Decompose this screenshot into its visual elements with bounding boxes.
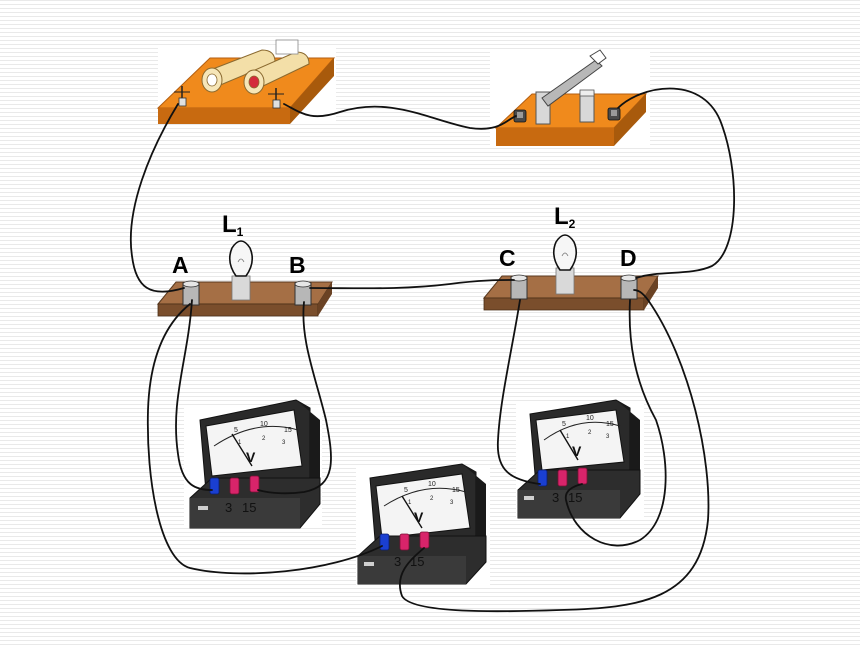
voltmeter-3-needle — [559, 429, 579, 461]
voltmeter-3-unit: V — [572, 443, 582, 459]
voltmeter-2-scale-5: 5 — [404, 487, 408, 494]
voltmeter-1-scale-5: 5 — [234, 427, 238, 434]
voltmeter-3: 5 10 15 1 2 3 V 3 15 — [516, 399, 644, 520]
voltmeter-3-scale-15: 15 — [606, 421, 614, 428]
label-l2-sub: 2 — [569, 217, 576, 231]
knife-switch — [490, 49, 650, 148]
voltmeter-3-inner-3: 3 — [606, 434, 610, 440]
wire-battery-to-switch — [283, 103, 517, 130]
voltmeter-1: 5 10 15 1 2 3 V 3 15 — [184, 399, 322, 529]
wire-c-to-v3-neg — [497, 299, 541, 485]
terminal-d — [620, 274, 638, 300]
label-l1: L1 — [222, 211, 244, 239]
terminal-a — [182, 280, 200, 306]
voltmeter-1-label-3: 3 — [225, 500, 232, 515]
voltmeter-2-inner-1: 1 — [408, 500, 412, 506]
wire-switch-to-d — [617, 87, 736, 279]
lamp-l2-bulb — [552, 234, 578, 295]
voltmeter-2-unit: V — [414, 509, 424, 525]
voltmeter-1-scale-15: 15 — [284, 427, 292, 434]
voltmeter-1-terminal-3 — [229, 477, 240, 495]
wire-a-to-v2-neg — [146, 303, 383, 575]
label-l1-main: L — [222, 211, 237, 238]
battery-cell-2 — [243, 51, 310, 95]
label-a: A — [172, 252, 189, 278]
voltmeter-1-label-15: 15 — [242, 500, 256, 515]
wire-v2-15-to-d — [399, 289, 710, 613]
label-l1-sub: 1 — [237, 225, 244, 239]
battery-terminal-left — [174, 86, 190, 107]
voltmeter-2-label-3: 3 — [394, 554, 401, 569]
voltmeter-1-unit: V — [246, 449, 256, 465]
label-c: C — [499, 245, 516, 271]
voltmeter-1-inner-2: 2 — [262, 436, 266, 442]
lamp-board-l2 — [482, 234, 659, 311]
wire-b-to-v1-15 — [257, 301, 332, 495]
voltmeter-2-terminal-15 — [419, 531, 430, 549]
voltmeter-2-label-15: 15 — [410, 554, 424, 569]
voltmeter-3-terminal-15 — [577, 467, 588, 485]
wire-battery-to-a — [130, 103, 185, 293]
voltmeter-2-scale-15: 15 — [452, 487, 460, 494]
terminal-b — [294, 280, 312, 306]
voltmeter-2-needle — [401, 495, 423, 529]
voltmeter-1-inner-3: 3 — [282, 440, 286, 446]
voltmeter-2-inner-3: 3 — [450, 500, 454, 506]
label-d: D — [620, 245, 637, 271]
battery-holder — [156, 39, 336, 124]
voltmeter-1-inner-1: 1 — [238, 440, 242, 446]
switch-terminal-left — [513, 109, 527, 123]
voltmeter-3-scale-5: 5 — [562, 421, 566, 428]
voltmeter-2-inner-2: 2 — [430, 496, 434, 502]
voltmeter-2: 5 10 15 1 2 3 V 3 15 — [356, 463, 490, 586]
label-l2-main: L — [554, 203, 569, 230]
voltmeter-1-terminal-15 — [249, 475, 260, 493]
switch-terminal-right — [607, 107, 621, 121]
wire-d-to-v3-15 — [564, 299, 667, 547]
voltmeter-3-inner-1: 1 — [566, 434, 570, 440]
voltmeter-3-scale-10: 10 — [586, 415, 594, 422]
voltmeter-1-needle — [231, 433, 253, 467]
voltmeter-3-label-15: 15 — [568, 490, 582, 505]
voltmeter-3-terminal-neg — [537, 469, 548, 487]
voltmeter-3-inner-2: 2 — [588, 430, 592, 436]
battery-cell-1 — [201, 49, 276, 93]
battery-terminal-right — [268, 88, 284, 109]
switch-contact-post — [579, 89, 595, 123]
wire-a-to-v1-neg — [175, 299, 213, 491]
terminal-c — [510, 274, 528, 300]
voltmeter-1-scale-10: 10 — [260, 421, 268, 428]
switch-blade — [541, 49, 607, 107]
wires — [130, 87, 736, 613]
lamp-board-l1 — [156, 240, 333, 317]
voltmeter-1-terminal-neg — [209, 477, 220, 495]
label-l2: L2 — [554, 203, 576, 231]
label-b: B — [289, 252, 306, 278]
voltmeter-2-scale-10: 10 — [428, 481, 436, 488]
lamp-l1-bulb — [228, 240, 254, 301]
voltmeter-2-terminal-neg — [379, 533, 390, 551]
circuit-labels: A B C D L1 L2 — [172, 203, 637, 278]
voltmeter-3-label-3: 3 — [552, 490, 559, 505]
voltmeter-3-terminal-3 — [557, 469, 568, 487]
voltmeter-2-terminal-3 — [399, 533, 410, 551]
wire-b-to-c — [309, 279, 515, 290]
